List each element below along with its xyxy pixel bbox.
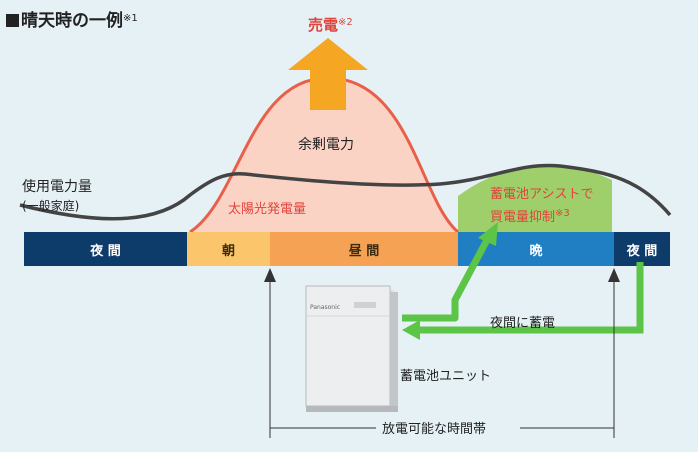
charge-arrow: [420, 262, 644, 334]
timebar-morning: [187, 232, 270, 266]
battery-unit: [305, 285, 398, 412]
sell-arrow: [288, 38, 368, 110]
title-note: ※1: [123, 13, 138, 24]
battery-unit-label: 蓄電池ユニット: [400, 369, 492, 384]
usage-line1: 使用電力量: [22, 179, 92, 195]
charge-arrow-head: [402, 320, 420, 340]
timebar-night-am: [24, 232, 187, 266]
assist-arrow-head: [478, 222, 498, 246]
sell-text: 売電: [308, 16, 339, 34]
timebar-label-evening: 晩: [529, 244, 543, 259]
assist-line2: 買電量抑制: [490, 210, 556, 225]
title-text: 晴天時の一例: [21, 11, 123, 31]
usage-curve: [19, 163, 672, 221]
bracket-right-arrow: [608, 268, 620, 282]
diagram-title: 晴天時の一例※1: [6, 6, 138, 31]
bracket-left-arrow: [264, 268, 276, 282]
sell-note: ※2: [338, 17, 353, 28]
solar-area: [190, 77, 458, 232]
assist-line2-wrap: 買電量抑制※3: [490, 204, 593, 227]
timebar-night-pm: [614, 232, 670, 266]
timebar-label-night-am: 夜 間: [90, 244, 121, 259]
surplus-label: 余剰電力: [298, 137, 354, 153]
assist-area: [458, 165, 612, 232]
sell-label: 売電※2: [308, 14, 353, 35]
timebar-label-daytime: 昼 間: [348, 244, 380, 259]
usage-label: 使用電力量 (一般家庭): [22, 178, 92, 216]
unit-brand-label: Panasonic: [310, 304, 341, 311]
timebar-daytime: [270, 232, 458, 266]
timebar-label-night-pm: 夜 間: [626, 244, 658, 259]
assist-arrow: [402, 236, 492, 322]
discharge-window-label: 放電可能な時間帯: [382, 422, 487, 437]
assist-note: ※3: [555, 208, 570, 219]
timebar-label-morning: 朝: [221, 244, 235, 259]
night-charge-label: 夜間に蓄電: [490, 316, 556, 331]
time-bar: [24, 232, 670, 266]
usage-line2: (一般家庭): [22, 199, 80, 213]
assist-label: 蓄電池アシストで 買電量抑制※3: [490, 185, 593, 227]
title-marker: [6, 14, 19, 27]
solar-label: 太陽光発電量: [228, 202, 307, 217]
assist-line1: 蓄電池アシストで: [490, 187, 594, 202]
